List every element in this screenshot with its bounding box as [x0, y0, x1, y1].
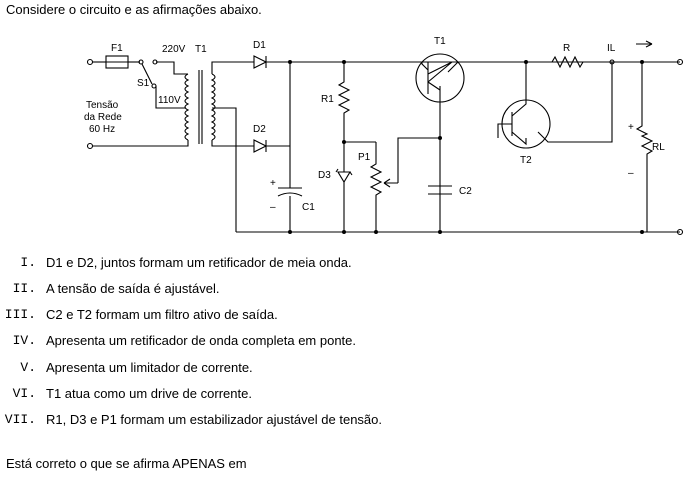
capacitor-c1-symbol: [277, 187, 303, 197]
label-rl-minus: –: [628, 168, 634, 179]
question-intro: Considere o circuito e as afirmações aba…: [6, 2, 262, 17]
label-d2: D2: [253, 124, 266, 135]
label-source-1: Tensão: [86, 100, 119, 111]
statement-number: VII.: [4, 412, 36, 427]
pot-p1-symbol: [369, 142, 383, 232]
diode-d2-symbol: [253, 139, 268, 153]
question-prompt: Está correto o que se afirma APENAS em: [6, 456, 247, 471]
resistor-r-symbol: [551, 55, 584, 69]
statement-text: A tensão de saída é ajustável.: [46, 281, 220, 296]
label-fuse: F1: [111, 43, 123, 54]
transformer-primary: [184, 73, 190, 141]
label-110v: 110V: [158, 95, 181, 106]
label-c1-plus: +: [270, 178, 276, 189]
label-transformer: T1: [195, 44, 207, 55]
label-rl-plus: +: [628, 122, 634, 133]
label-switch: S1: [137, 78, 150, 89]
label-d1: D1: [253, 40, 266, 51]
circuit-diagram: F1 S1 220V T1 110V Tensão da Rede 60 Hz …: [84, 36, 684, 236]
label-r1: R1: [321, 94, 334, 105]
capacitor-c2-symbol: [428, 185, 452, 195]
label-d3: D3: [318, 170, 331, 181]
statement-number: V.: [20, 360, 36, 375]
statement-number: I.: [20, 255, 36, 270]
circuit-wires: [86, 40, 684, 236]
label-il: IL: [607, 43, 616, 54]
statement-number: VI.: [12, 386, 36, 401]
resistor-rl-symbol: [635, 62, 654, 232]
label-r: R: [563, 43, 570, 54]
statement-number: II.: [12, 281, 36, 296]
current-arrow: [636, 40, 653, 48]
statement-text: T1 atua como um drive de corrente.: [46, 386, 252, 401]
statement-text: C2 e T2 formam um filtro ativo de saída.: [46, 307, 278, 322]
label-c2: C2: [459, 186, 472, 197]
diode-d1-symbol: [253, 55, 268, 69]
transformer-secondary: [210, 73, 216, 141]
label-source-2: da Rede: [84, 112, 122, 123]
statement-number: III.: [4, 307, 36, 322]
zener-d3-symbol: [335, 142, 353, 184]
label-c1-minus: –: [270, 202, 276, 213]
resistor-r1-symbol: [337, 62, 351, 142]
statement-text: Apresenta um retificador de onda complet…: [46, 333, 357, 348]
label-c1: C1: [302, 202, 315, 213]
statement-text: D1 e D2, juntos formam um retificador de…: [46, 255, 352, 270]
label-source-3: 60 Hz: [89, 124, 115, 135]
statement-text: Apresenta um limitador de corrente.: [46, 360, 253, 375]
label-p1: P1: [358, 152, 371, 163]
label-t2: T2: [520, 155, 532, 166]
statement-number: IV.: [12, 333, 36, 348]
label-rl: RL: [652, 142, 665, 153]
label-220v: 220V: [162, 44, 186, 55]
label-t1: T1: [434, 36, 446, 47]
statement-text: R1, D3 e P1 formam um estabilizador ajus…: [46, 412, 383, 427]
